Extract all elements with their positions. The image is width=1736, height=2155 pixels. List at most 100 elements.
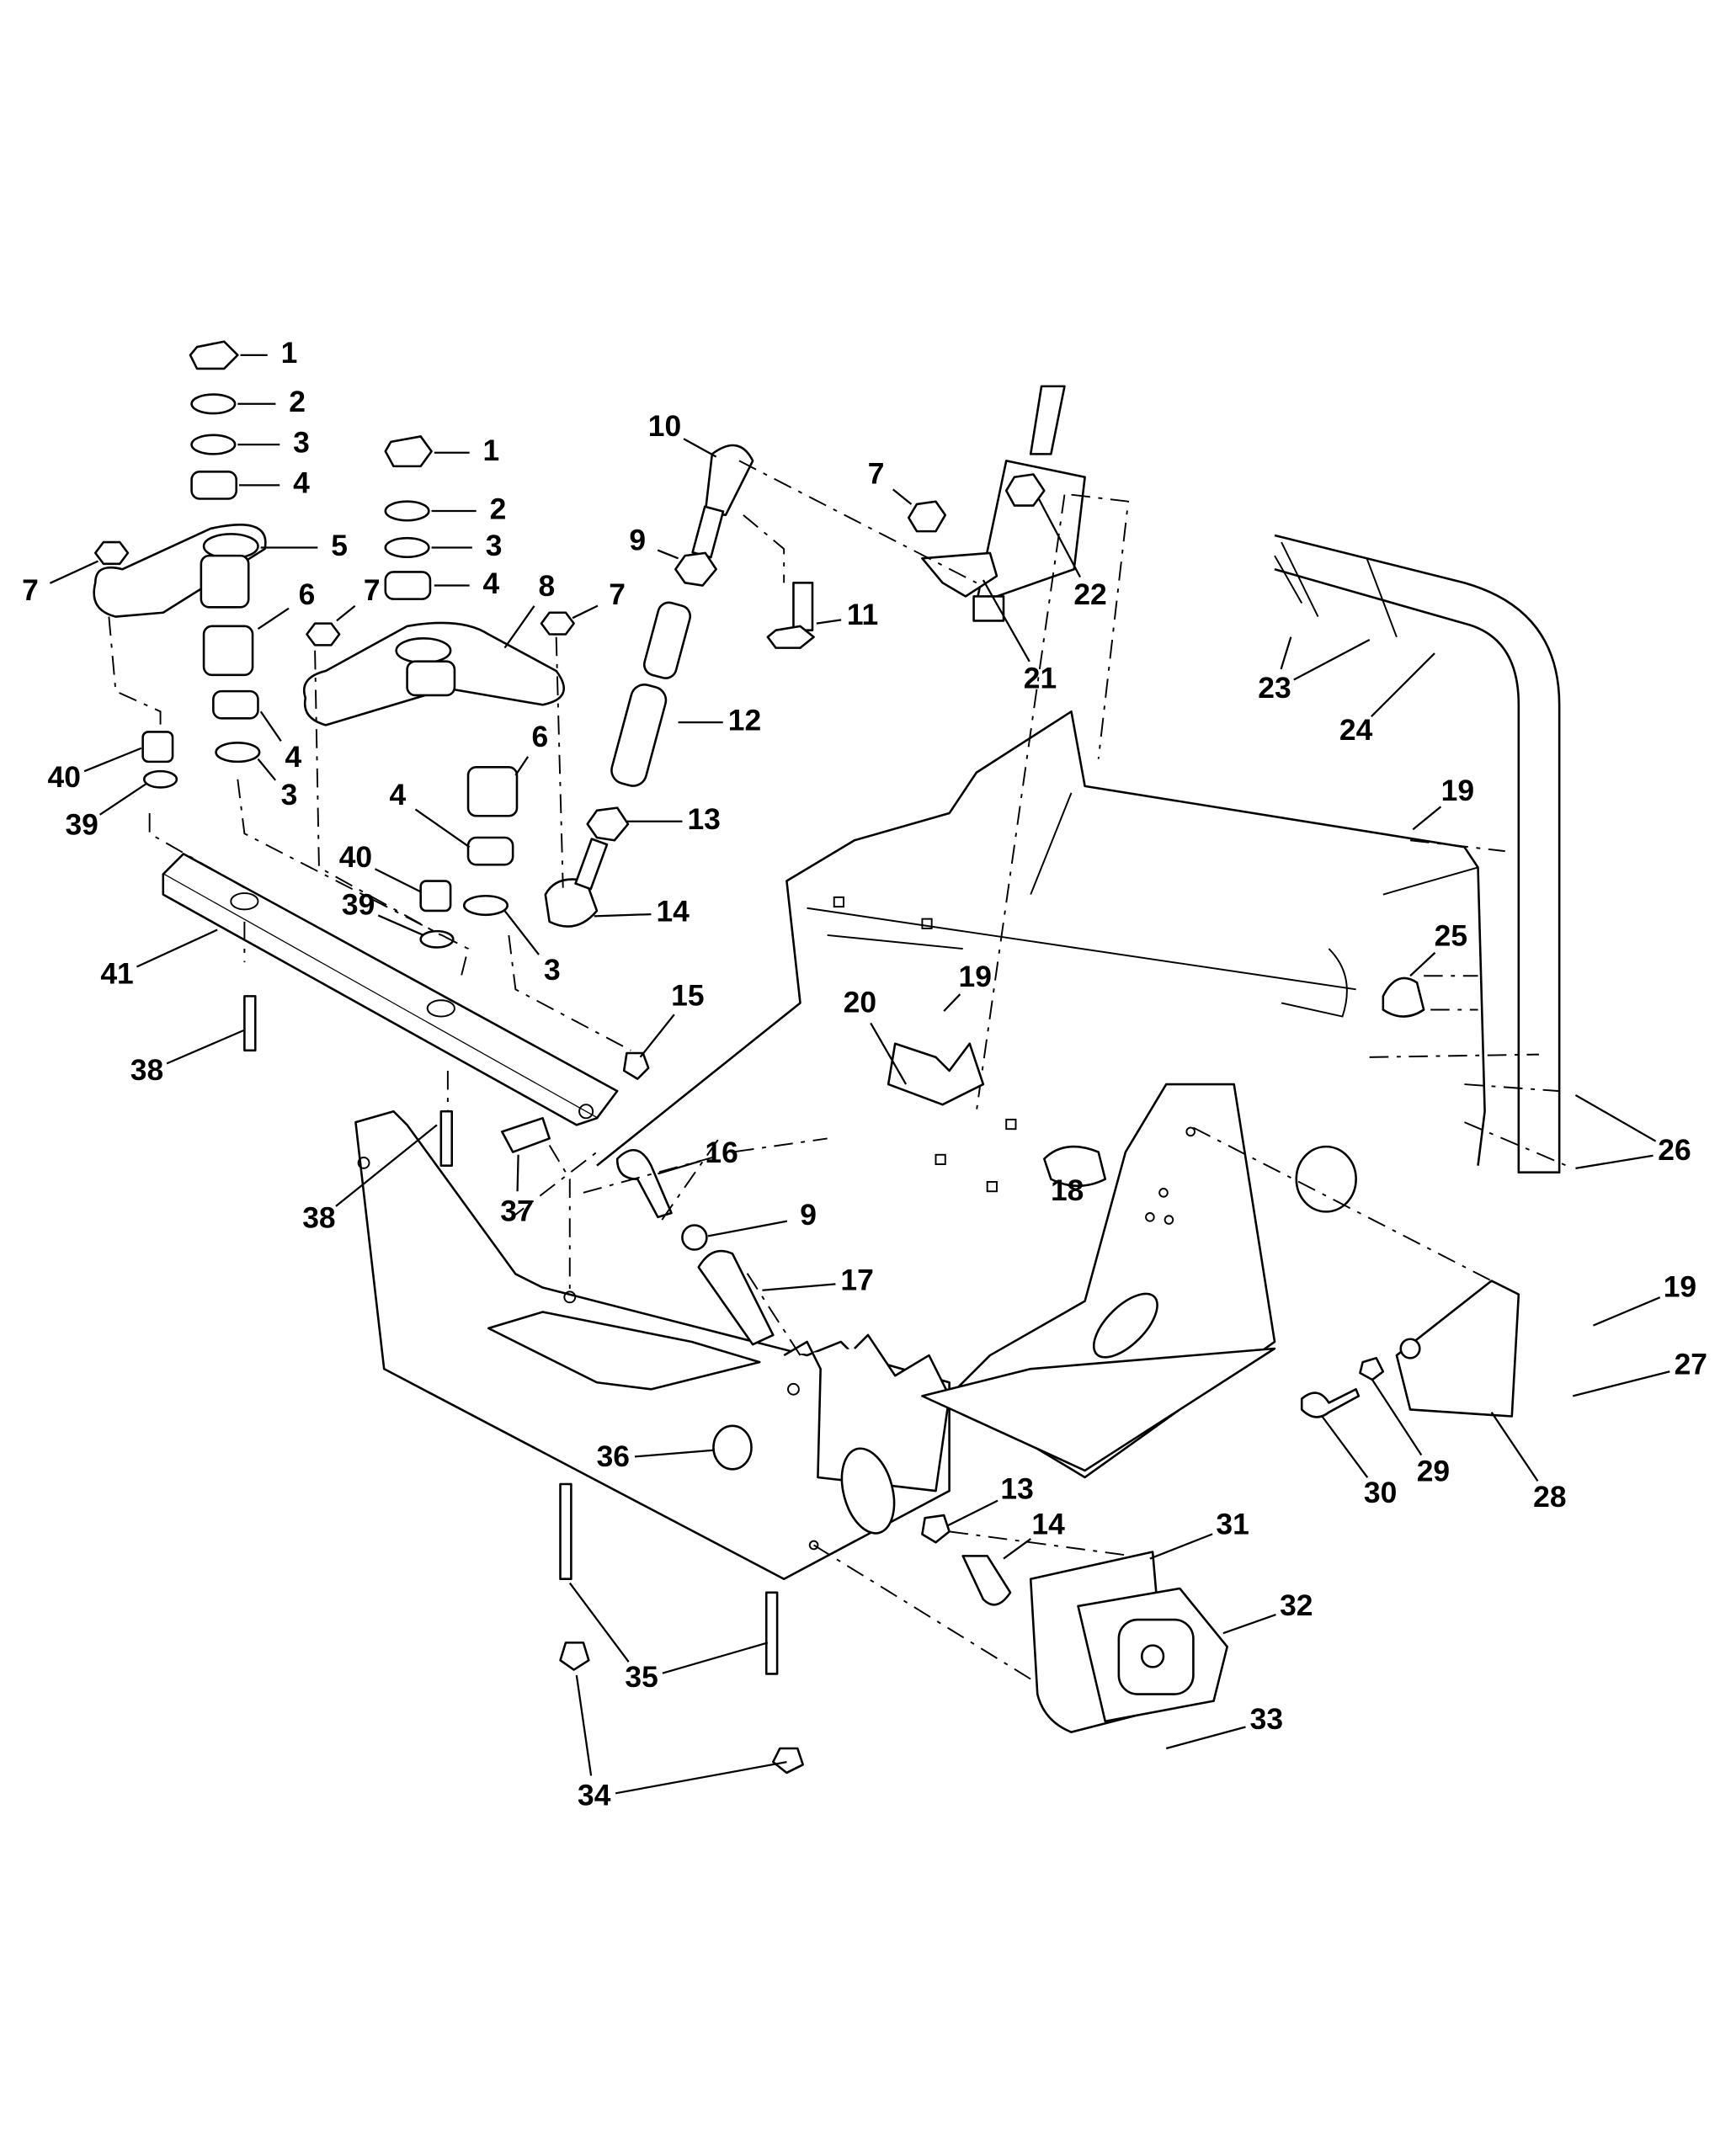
- callout-3: 3: [544, 953, 561, 987]
- leader-line-21: [982, 579, 1030, 662]
- leader-line-23: [1293, 638, 1371, 681]
- leader-line-7: [336, 604, 356, 622]
- callout-3: 3: [281, 778, 298, 811]
- callout-13: 13: [1000, 1471, 1033, 1505]
- callout-34: 34: [578, 1778, 611, 1812]
- callout-4: 4: [389, 778, 406, 811]
- leader-line-17: [762, 1283, 836, 1291]
- callout-12: 12: [728, 704, 761, 737]
- leader-line-34: [615, 1760, 787, 1795]
- leader-line-7: [49, 560, 99, 584]
- callout-38: 38: [130, 1053, 163, 1087]
- callout-40: 40: [48, 760, 81, 794]
- lower-parts: [559, 976, 1520, 1775]
- callout-31: 31: [1216, 1507, 1249, 1540]
- callout-2: 2: [490, 492, 507, 525]
- roll-bar: [1274, 534, 1561, 1173]
- callout-39: 39: [342, 887, 375, 921]
- callout-3: 3: [486, 529, 503, 562]
- tie-rods: [544, 444, 947, 928]
- leader-line-35: [662, 1642, 769, 1674]
- callout-29: 29: [1417, 1454, 1450, 1487]
- callout-4: 4: [483, 567, 500, 600]
- leader-line-7: [892, 488, 913, 505]
- leader-line-25: [1409, 951, 1436, 977]
- callout-23: 23: [1258, 671, 1291, 705]
- callout-19: 19: [1664, 1270, 1696, 1304]
- leader-line-20: [870, 1022, 908, 1085]
- callout-13: 13: [687, 802, 720, 836]
- callout-27: 27: [1675, 1347, 1707, 1381]
- leader-line-13: [945, 1499, 998, 1527]
- leader-line-11: [816, 619, 842, 625]
- leader-line-26: [1575, 1154, 1653, 1169]
- callout-28: 28: [1533, 1480, 1566, 1514]
- leader-line-15: [639, 1014, 675, 1058]
- leader-line-24: [1371, 652, 1435, 718]
- callout-16: 16: [705, 1136, 738, 1169]
- callout-22: 22: [1073, 577, 1106, 611]
- leader-line-40: [374, 868, 422, 893]
- leader-line-19: [1412, 806, 1442, 831]
- leader-line-9: [657, 549, 679, 560]
- leader-line-31: [1149, 1533, 1213, 1560]
- callout-1: 1: [483, 434, 500, 467]
- callout-7: 7: [609, 577, 626, 611]
- leader-line-22: [1037, 498, 1082, 578]
- callout-41: 41: [100, 957, 133, 991]
- callout-21: 21: [1024, 662, 1057, 695]
- leader-line-6: [514, 756, 530, 776]
- leader-lines: [49, 354, 1670, 1795]
- callout-7: 7: [868, 456, 885, 490]
- steering-column: [921, 385, 1086, 622]
- leader-line-9: [707, 1220, 788, 1237]
- callout-8: 8: [539, 569, 556, 603]
- assembly-lines: [108, 460, 1574, 1689]
- leader-line-23: [1280, 636, 1292, 670]
- leader-line-26: [1574, 1093, 1657, 1142]
- leader-line-27: [1572, 1370, 1670, 1397]
- callout-6: 6: [299, 577, 316, 611]
- callout-35: 35: [625, 1660, 658, 1694]
- leader-line-35: [568, 1582, 630, 1663]
- leader-line-10: [683, 438, 717, 458]
- callout-5: 5: [331, 529, 348, 562]
- callout-38: 38: [302, 1200, 335, 1234]
- leader-line-4: [414, 808, 471, 849]
- callout-7: 7: [364, 573, 381, 607]
- leader-line-39: [99, 782, 148, 816]
- leader-line-38: [166, 1029, 245, 1065]
- callout-15: 15: [671, 978, 704, 1012]
- callout-11: 11: [847, 598, 878, 631]
- leader-line-36: [634, 1449, 714, 1458]
- callout-2: 2: [289, 385, 306, 418]
- callout-19: 19: [1441, 774, 1474, 807]
- leader-line-8: [503, 605, 535, 649]
- callout-19: 19: [958, 960, 991, 993]
- leader-line-34: [575, 1674, 593, 1776]
- callout-25: 25: [1435, 919, 1467, 953]
- leader-line-40: [83, 747, 142, 773]
- leader-line-38: [335, 1124, 438, 1207]
- callout-4: 4: [293, 466, 310, 500]
- leader-line-16: [658, 1160, 701, 1175]
- callout-1: 1: [281, 336, 298, 370]
- callout-37: 37: [500, 1194, 533, 1227]
- callout-7: 7: [22, 573, 39, 607]
- callout-26: 26: [1658, 1133, 1691, 1167]
- main-frame: [354, 710, 1486, 1581]
- leader-line-18: [1068, 1181, 1073, 1188]
- leader-line-3: [503, 910, 540, 955]
- callout-14: 14: [656, 895, 690, 929]
- leader-line-19: [943, 993, 961, 1012]
- leader-line-6: [257, 607, 290, 631]
- callout-39: 39: [65, 807, 98, 841]
- leader-line-29: [1371, 1379, 1423, 1456]
- linkage-hardware: [93, 340, 575, 949]
- callout-33: 33: [1250, 1702, 1283, 1736]
- callout-40: 40: [339, 840, 372, 874]
- leader-line-39: [377, 914, 424, 936]
